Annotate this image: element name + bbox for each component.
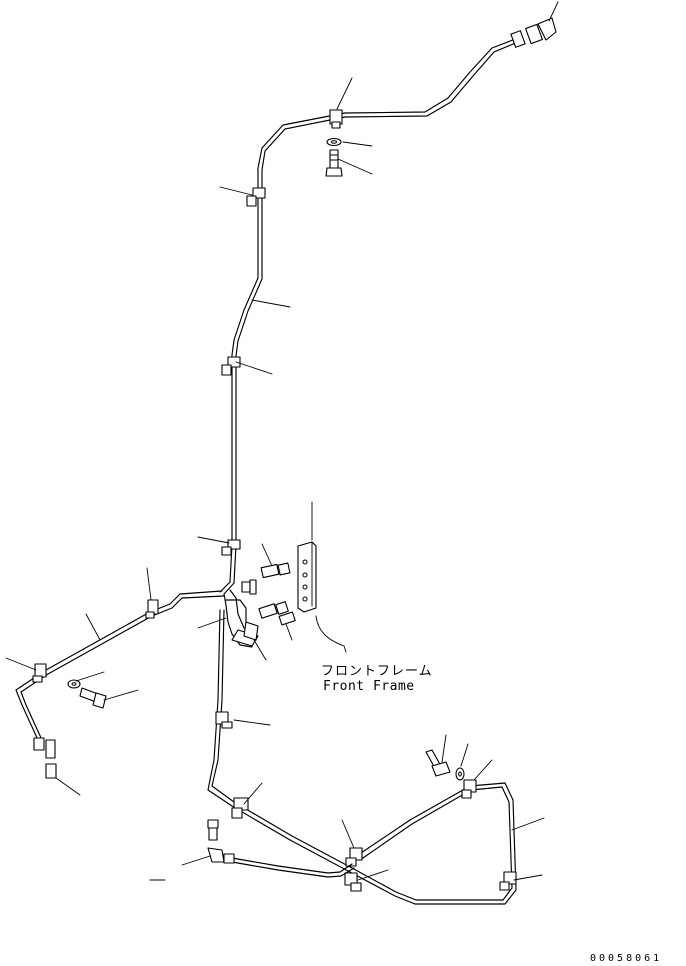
clamp-lower-right-2 (499, 871, 543, 891)
lower-left-tube (231, 857, 355, 878)
tube-leader-1 (251, 299, 291, 308)
bolt-top (325, 149, 373, 177)
front-frame-label-en: Front Frame (323, 679, 415, 694)
elbow-fitting-top (510, 1, 559, 48)
washer-lower-right (455, 743, 469, 781)
front-frame-label-jp: フロントフレーム (321, 664, 433, 679)
connector-top-center (241, 579, 257, 595)
clamp-center-4 (344, 869, 389, 892)
clamp-top (329, 77, 353, 129)
clamp-upper-2 (221, 356, 273, 376)
clamp-lower-right-1 (461, 759, 493, 799)
clamp-center-2 (231, 782, 263, 819)
washer-left (67, 671, 105, 689)
clamp-left-1 (145, 567, 159, 619)
tube-leader-left (85, 613, 101, 641)
adapter-fitting-1 (260, 543, 291, 579)
bolt-lower-right (425, 734, 451, 777)
clamp-center-3 (341, 819, 363, 867)
washer-top (326, 137, 373, 147)
center-bracket (197, 617, 267, 661)
clamp-upper-3 (197, 536, 241, 556)
clamp-upper-1 (219, 186, 266, 207)
adapter-fitting-2 (258, 601, 296, 641)
tube-leader-right (511, 817, 545, 831)
fitting-lower-left (149, 819, 235, 881)
fitting-left-bottom (33, 737, 81, 796)
bolt-left (79, 687, 139, 709)
front-frame-plate (297, 501, 347, 653)
clamp-center-1 (215, 711, 271, 729)
upper-tube-line (219, 37, 519, 595)
center-tubes (207, 589, 517, 905)
document-number: 00058061 (590, 953, 663, 964)
left-tube-line (15, 590, 225, 741)
clamp-left-2 (5, 657, 47, 683)
